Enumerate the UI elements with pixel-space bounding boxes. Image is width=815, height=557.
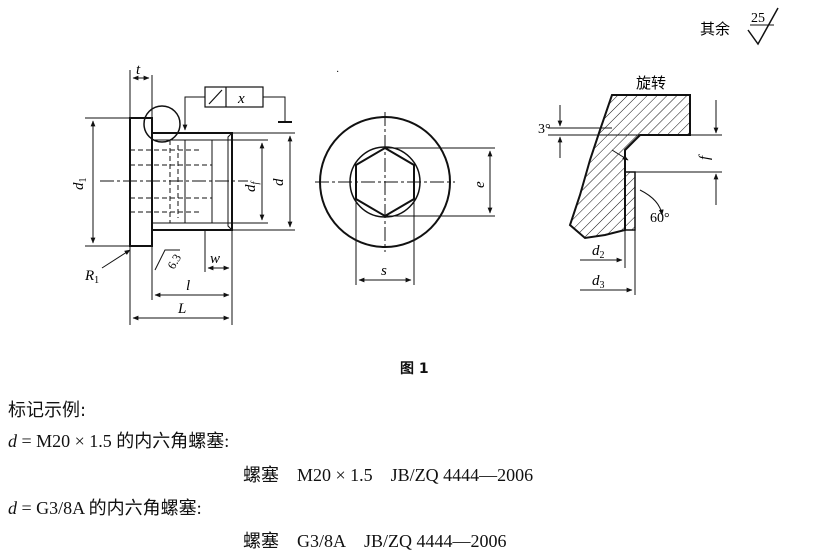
figure-caption: 图 1 [400,361,429,377]
label-d: d [271,178,287,186]
label-e: e [472,181,488,188]
label-d2: d2 [592,243,605,261]
hole-section-view [548,94,722,295]
example-1-spec: M20 × 1.5 [297,465,373,485]
example-1-var: d [8,431,17,451]
label-roughness-6-3: 6.3 [164,252,184,272]
label-d3: d3 [592,273,605,291]
example-2-var: d [8,498,17,518]
example-2-standard: JB/ZQ 4444—2006 [364,531,507,551]
label-angle-3: 3° [538,122,551,137]
plug-end-view [315,112,495,285]
example-1-name: 螺塞 [243,465,279,486]
example-1-condition: d = M20 × 1.5 的内六角螺塞: [8,427,229,453]
example-2-eq: = G3/8A 的内六角螺塞: [17,498,202,518]
roughness-value: 25 [751,11,765,26]
example-1-standard: JB/ZQ 4444—2006 [390,465,534,485]
example-2-name: 螺塞 [243,531,279,552]
example-2-spec: G3/8A [297,531,346,551]
example-2-condition: d = G3/8A 的内六角螺塞: [8,494,202,520]
label-d1: d1 [71,178,89,191]
roughness-symbol: 其余 25 [700,7,779,46]
technical-drawing: 其余 25 [71,7,779,325]
stray-dot: · [336,67,339,78]
label-r1: R1 [84,268,99,286]
label-x: x [237,91,245,107]
label-l: l [186,278,190,294]
label-t: t [136,62,141,78]
marking-example-heading: 标记示例: [8,400,87,421]
example-1-designation: 螺塞 M20 × 1.5 JB/ZQ 4444—2006 [243,461,533,487]
roughness-prefix: 其余 [700,20,730,38]
label-angle-60: 60° [650,211,670,226]
label-df: df [243,181,261,193]
label-w: w [210,251,220,267]
label-s: s [381,263,387,279]
label-f: f [697,154,713,160]
label-L: L [177,301,186,317]
example-2-designation: 螺塞 G3/8A JB/ZQ 4444—2006 [243,527,507,553]
label-rotate: 旋转 [636,75,666,92]
plug-side-view [85,70,295,325]
example-1-eq: = M20 × 1.5 的内六角螺塞: [17,431,230,451]
